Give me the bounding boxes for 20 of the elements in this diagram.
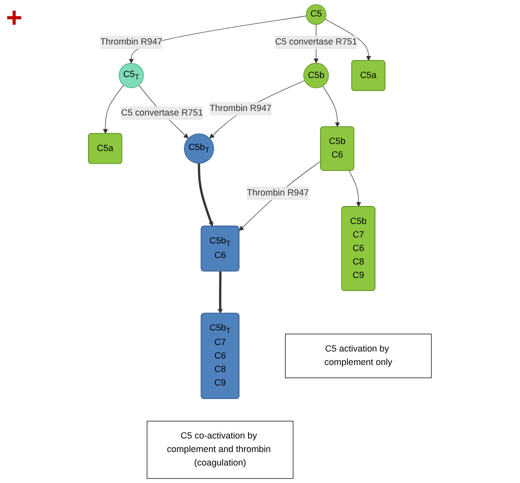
node-circle: C5b$_{T}$ xyxy=(184,134,214,164)
node-circle: C5b xyxy=(303,62,329,88)
node-circle: C5 xyxy=(306,4,326,25)
arrow xyxy=(324,18,372,61)
node-box: C5 co-activation by complement and thrombin (coagulation) xyxy=(146,420,294,479)
edge-label: Thrombin R947 xyxy=(246,188,309,198)
edge-label: C5 convertase R751 xyxy=(275,37,358,47)
arrow xyxy=(218,271,223,314)
node-circle: C5$_{T}$ xyxy=(118,63,144,88)
plus-sign: + xyxy=(6,4,22,32)
edge-label: C5 convertase R751 xyxy=(121,108,204,118)
edge-label: Thrombin R947 xyxy=(210,104,272,114)
edge-label: Thrombin R947 xyxy=(100,37,162,47)
arrow xyxy=(198,163,214,227)
arrow xyxy=(322,86,340,128)
node-box: C5 activation by complement only xyxy=(285,334,432,378)
arrow xyxy=(103,84,124,134)
arrow xyxy=(209,80,306,139)
arrow xyxy=(239,160,322,231)
arrow xyxy=(348,170,362,207)
